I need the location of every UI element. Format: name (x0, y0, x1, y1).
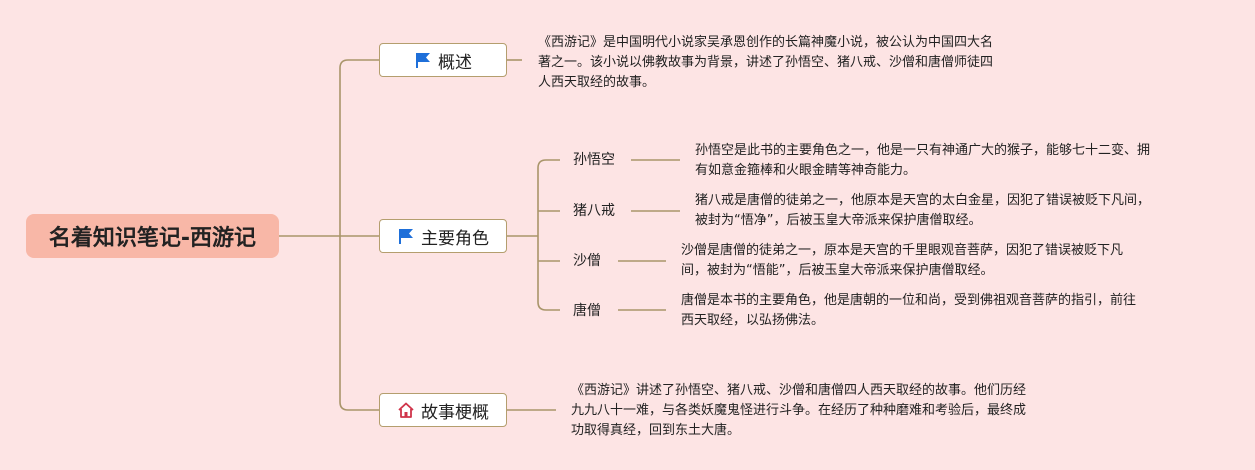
note-zhu-bajie-line-1: 猪八戒是唐僧的徒弟之一，他原本是天宫的太白金星，因犯了错误被贬下凡间， (695, 193, 1151, 208)
note-sun-wukong-line-1: 孙悟空是此书的主要角色之一，他是一只有神通广大的猴子，能够七十二变、拥 (695, 143, 1151, 158)
note-overview: 《西游记》是中国明代小说家吴承恩创作的长篇神魔小说，被公认为中国四大名 著之一。… (538, 33, 993, 93)
root-topic[interactable]: 名着知识笔记-西游记 (26, 214, 279, 258)
branch-story-summary[interactable]: 故事梗概 (379, 393, 507, 427)
subtopic-sun-wukong-label: 孙悟空 (573, 152, 615, 168)
note-story-summary-line-2: 九九八十一难，与各类妖魔鬼怪进行斗争。在经历了种种磨难和考验后，最终成 (571, 403, 1027, 418)
home-icon (398, 402, 414, 418)
note-sun-wukong-line-2: 有如意金箍棒和火眼金睛等神奇能力。 (695, 163, 917, 178)
subtopic-zhu-bajie[interactable]: 猪八戒 (573, 202, 615, 220)
note-sha-seng-line-2: 间，被封为“悟能”，后被玉皇大帝派来保护唐僧取经。 (681, 263, 994, 278)
connector-trunk (339, 59, 379, 411)
note-zhu-bajie-line-2: 被封为“悟净”，后被玉皇大帝派来保护唐僧取经。 (695, 213, 982, 228)
branch-overview[interactable]: 概述 (379, 43, 507, 77)
note-tang-seng: 唐僧是本书的主要角色，他是唐朝的一位和尚，受到佛祖观音菩萨的指引，前往 西天取经… (681, 291, 1136, 331)
note-sha-seng: 沙僧是唐僧的徒弟之一，原本是天宫的千里眼观音菩萨，因犯了错误被贬下凡 间，被封为… (681, 241, 1123, 281)
branch-main-characters[interactable]: 主要角色 (379, 219, 507, 253)
branch-overview-label: 概述 (438, 52, 472, 73)
subtopic-tang-seng-label: 唐僧 (573, 303, 601, 319)
note-overview-line-2: 著之一。该小说以佛教故事为背景，讲述了孙悟空、猪八戒、沙僧和唐僧师徒四 (538, 55, 994, 70)
connector-sub-trunk (537, 159, 560, 311)
note-tang-seng-line-1: 唐僧是本书的主要角色，他是唐朝的一位和尚，受到佛祖观音菩萨的指引，前往 (681, 293, 1137, 308)
subtopic-sha-seng-label: 沙僧 (573, 253, 601, 269)
note-tang-seng-line-2: 西天取经，以弘扬佛法。 (681, 313, 825, 328)
note-sun-wukong: 孙悟空是此书的主要角色之一，他是一只有神通广大的猴子，能够七十二变、拥 有如意金… (695, 141, 1150, 181)
branch-story-summary-label: 故事梗概 (421, 402, 489, 423)
note-overview-line-3: 人西天取经的故事。 (538, 75, 656, 90)
note-sha-seng-line-1: 沙僧是唐僧的徒弟之一，原本是天宫的千里眼观音菩萨，因犯了错误被贬下凡 (681, 243, 1124, 258)
note-story-summary-line-3: 功取得真经，回到东土大唐。 (571, 423, 741, 438)
subtopic-zhu-bajie-label: 猪八戒 (573, 203, 615, 219)
note-story-summary-line-1: 《西游记》讲述了孙悟空、猪八戒、沙僧和唐僧四人西天取经的故事。他们历经 (571, 383, 1027, 398)
subtopic-tang-seng[interactable]: 唐僧 (573, 302, 601, 320)
note-story-summary: 《西游记》讲述了孙悟空、猪八戒、沙僧和唐僧四人西天取经的故事。他们历经 九九八十… (571, 381, 1026, 441)
branch-main-characters-label: 主要角色 (421, 228, 489, 249)
root-topic-label: 名着知识笔记-西游记 (48, 226, 257, 251)
note-overview-line-1: 《西游记》是中国明代小说家吴承恩创作的长篇神魔小说，被公认为中国四大名 (538, 35, 994, 50)
subtopic-sun-wukong[interactable]: 孙悟空 (573, 151, 615, 169)
flag-icon (399, 229, 413, 244)
note-zhu-bajie: 猪八戒是唐僧的徒弟之一，他原本是天宫的太白金星，因犯了错误被贬下凡间， 被封为“… (695, 191, 1150, 231)
subtopic-sha-seng[interactable]: 沙僧 (573, 252, 601, 270)
flag-icon (416, 53, 430, 68)
